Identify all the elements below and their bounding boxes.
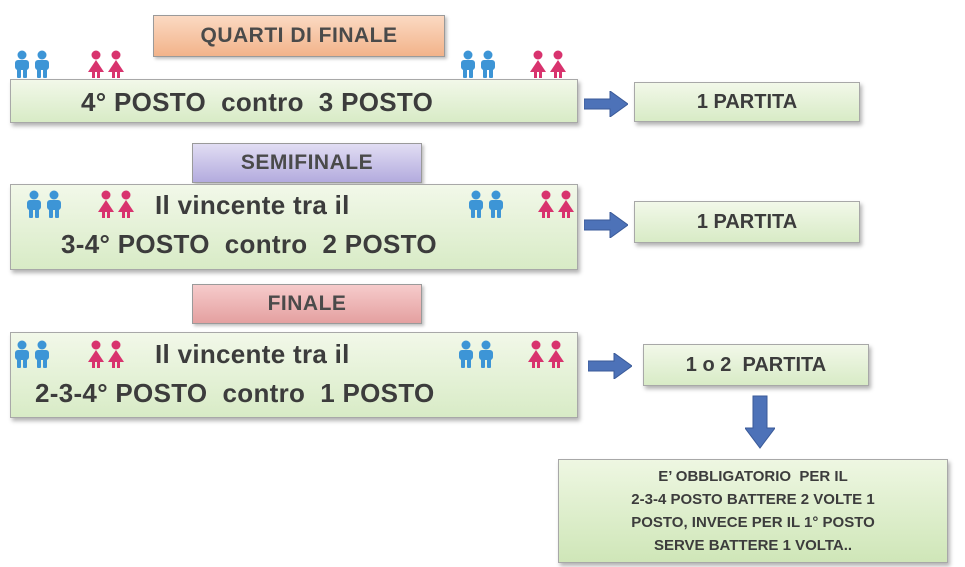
- arrow-right-icon: [584, 212, 628, 238]
- male-pair-icon: [466, 190, 506, 218]
- finale-result: 1 o 2 PARTITA: [643, 344, 869, 386]
- female-pair-icon: [86, 50, 126, 78]
- female-pair-icon: [86, 340, 126, 368]
- semifinale-line2: 3-4° POSTO contro 2 POSTO: [61, 229, 437, 259]
- arrow-right-icon: [588, 353, 632, 379]
- finale-label: FINALE: [192, 284, 422, 324]
- male-pair-icon: [458, 50, 498, 78]
- quarti-label: QUARTI DI FINALE: [153, 15, 445, 57]
- female-pair-icon: [96, 190, 136, 218]
- semifinale-line1: Il vincente tra il: [155, 190, 350, 220]
- rule-note-line: 2-3-4 POSTO BATTERE 2 VOLTE 1: [631, 491, 875, 508]
- female-pair-icon: [528, 50, 568, 78]
- semifinale-result: 1 PARTITA: [634, 201, 860, 243]
- rule-note-line: POSTO, INVECE PER IL 1° POSTO: [631, 514, 875, 531]
- male-pair-icon: [456, 340, 496, 368]
- arrow-right-icon: [584, 91, 628, 117]
- rule-note-box: E’ OBBLIGATORIO PER IL 2-3-4 POSTO BATTE…: [558, 459, 948, 563]
- male-pair-icon: [24, 190, 64, 218]
- quarti-match-box: 4° POSTO contro 3 POSTO: [10, 79, 578, 123]
- female-pair-icon: [526, 340, 566, 368]
- male-pair-icon: [12, 340, 52, 368]
- quarti-match-text: 4° POSTO contro 3 POSTO: [81, 87, 434, 117]
- finale-line1: Il vincente tra il: [155, 339, 350, 369]
- semifinale-match-box: Il vincente tra il 3-4° POSTO contro 2 P…: [10, 184, 578, 270]
- male-pair-icon: [12, 50, 52, 78]
- rule-note-line: SERVE BATTERE 1 VOLTA..: [653, 537, 853, 554]
- arrow-down-icon: [745, 394, 775, 450]
- semifinale-label: SEMIFINALE: [192, 143, 422, 183]
- quarti-result: 1 PARTITA: [634, 82, 860, 122]
- rule-note-line: E’ OBBLIGATORIO PER IL: [658, 468, 848, 485]
- finale-line2: 2-3-4° POSTO contro 1 POSTO: [35, 378, 435, 408]
- female-pair-icon: [536, 190, 576, 218]
